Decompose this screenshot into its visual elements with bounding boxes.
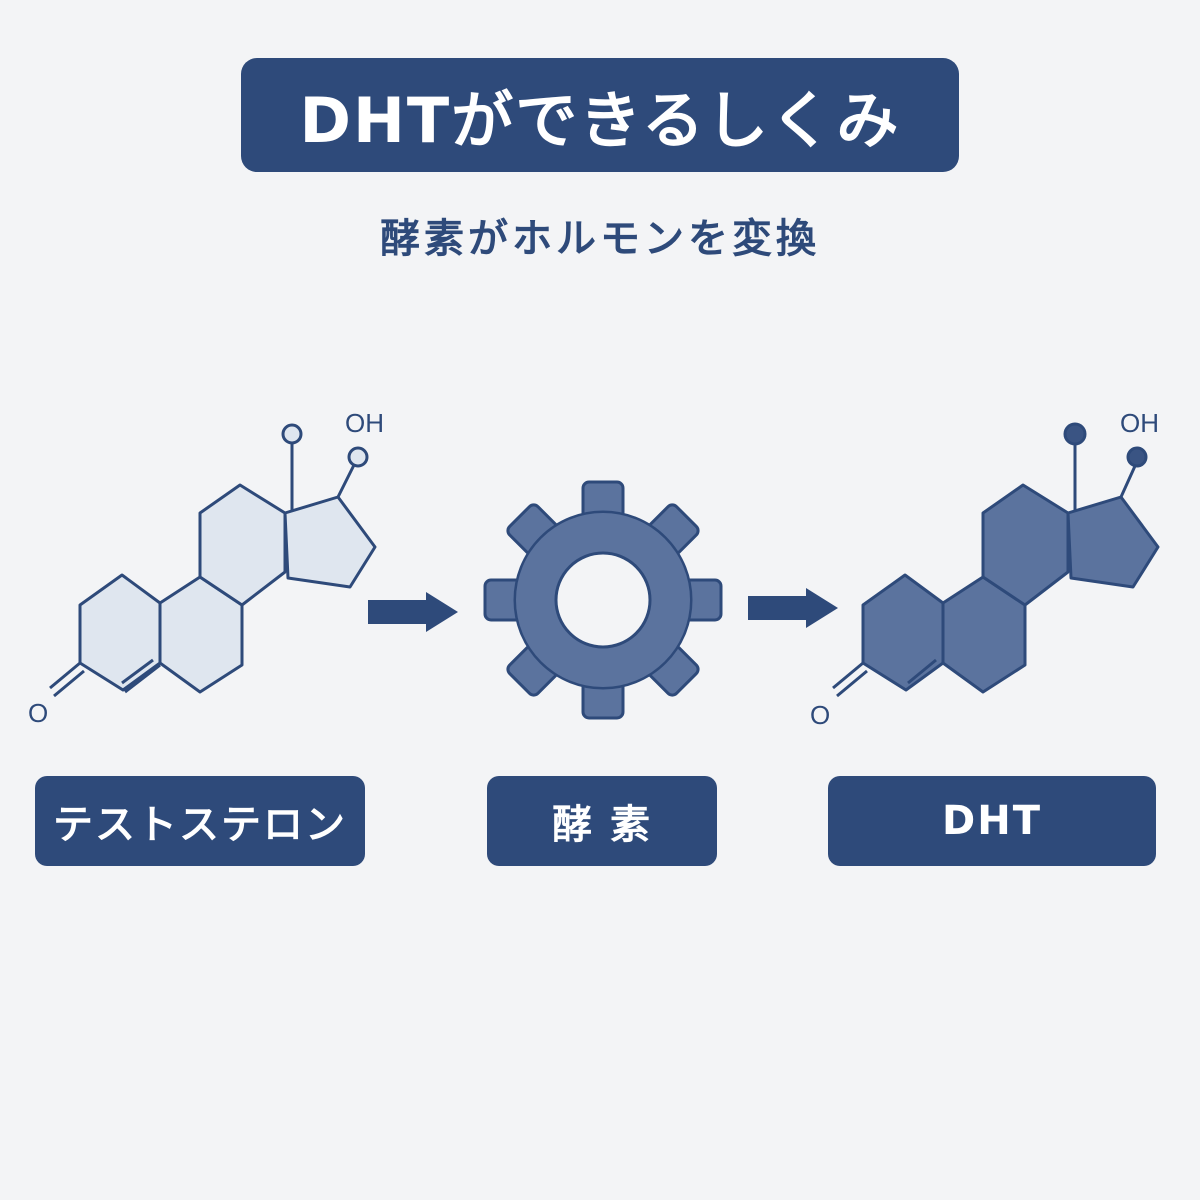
label-testosterone: テストステロン <box>35 776 365 866</box>
ring-c <box>198 483 287 607</box>
stage-label: 酵 素 <box>552 802 652 848</box>
hydroxyl-label: OH <box>345 408 384 438</box>
title-banner: DHTができるしくみ <box>241 58 959 172</box>
oxygen-label: O <box>810 700 830 730</box>
stage-label: DHT <box>942 798 1042 844</box>
atom-node <box>1063 422 1087 446</box>
atom-node <box>1126 446 1148 468</box>
gear-icon <box>483 480 723 720</box>
label-dht: DHT <box>828 776 1156 866</box>
arrow-right-icon <box>748 588 838 628</box>
testosterone-molecule <box>49 423 377 698</box>
ring-c <box>981 483 1070 607</box>
dht-molecule <box>832 422 1160 698</box>
page-title: DHTができるしくみ <box>299 84 901 157</box>
oxygen-label: O <box>28 698 48 728</box>
label-enzyme: 酵 素 <box>487 776 717 866</box>
hydroxyl-label: OH <box>1120 408 1159 438</box>
ring-d <box>1066 495 1160 589</box>
atom-node <box>347 446 369 468</box>
atom-node <box>281 423 303 445</box>
ring-d <box>283 495 377 589</box>
arrow-right-icon <box>368 592 458 632</box>
page-subtitle: 酵素がホルモンを変換 <box>380 216 820 262</box>
stage-label: テストステロン <box>53 802 347 848</box>
ring-a <box>861 573 945 692</box>
